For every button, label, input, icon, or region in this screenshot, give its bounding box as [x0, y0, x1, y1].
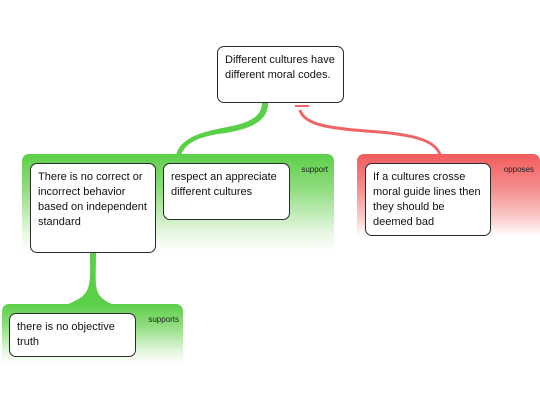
sub-support-group-label: supports — [148, 315, 179, 324]
claim-box[interactable]: Different cultures have different moral … — [217, 46, 344, 103]
support-group-label: support — [301, 165, 328, 174]
reason-box-no-objective-truth[interactable]: there is no objective truth — [9, 313, 136, 357]
support-connector — [176, 103, 268, 155]
reason-box-no-correct-behavior[interactable]: There is no correct or incorrect behavio… — [30, 163, 156, 253]
objection-box-crosse-moral-guidelines[interactable]: If a cultures crosse moral guide lines t… — [365, 163, 491, 236]
sub-support-connector — [62, 253, 118, 305]
oppose-group-label: opposes — [503, 165, 534, 174]
reason-box-respect-cultures[interactable]: respect an appreciate different cultures — [163, 163, 290, 220]
oppose-connector — [298, 109, 442, 156]
